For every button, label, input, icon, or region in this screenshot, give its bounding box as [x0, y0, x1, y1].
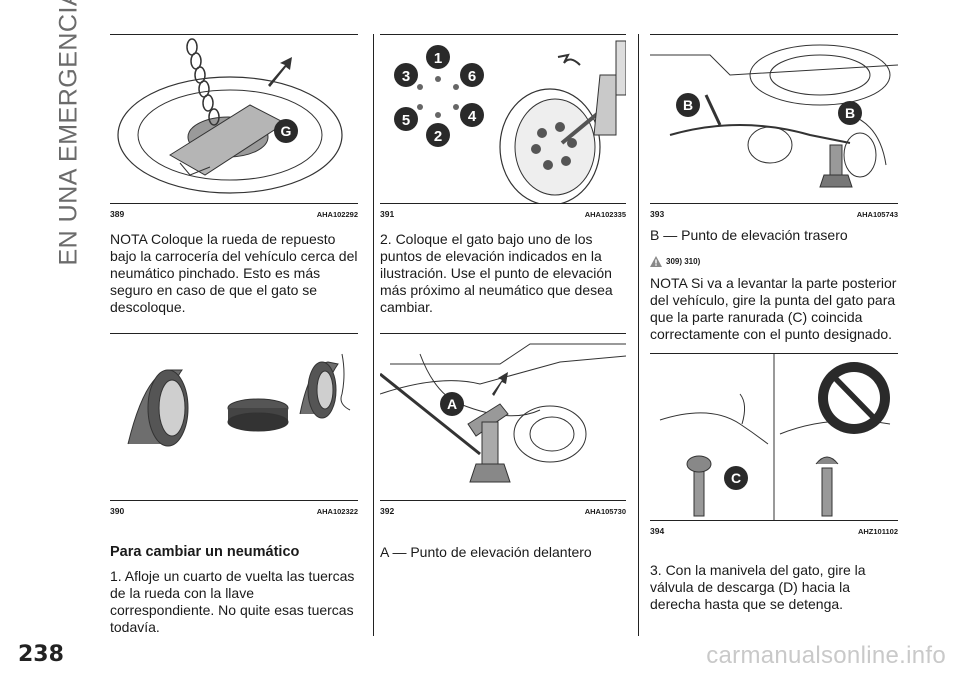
figure-389-illustration: G — [117, 38, 343, 194]
nota-rear-lift: NOTA Si va a levantar la parte posterior… — [650, 275, 897, 342]
column-1: G 389 AHA102292 NOTA Coloque la rueda de… — [110, 34, 358, 636]
figure-391-caption: 391 AHA102335 — [380, 209, 626, 219]
step-2: 2. Coloque el gato bajo uno de los punto… — [380, 231, 613, 315]
figure-389-caption: 389 AHA102292 — [110, 209, 358, 219]
figure-389: G — [110, 35, 358, 203]
figure-394-caption: 394 AHZ101102 — [650, 526, 898, 536]
lug-label-2: 2 — [434, 128, 442, 145]
figure-393-caption: 393 AHA105743 — [650, 209, 898, 219]
chapter-side-title: EN UNA EMERGENCIA — [54, 0, 83, 266]
figure-392-caption: 392 AHA105730 — [380, 506, 626, 516]
figure-393: B B — [650, 35, 898, 203]
figure-392-illustration: A — [380, 343, 626, 483]
page-number: 238 — [18, 642, 64, 667]
figure-393-illustration: B B — [650, 44, 898, 188]
section-heading: Para cambiar un neumático — [110, 544, 300, 560]
step-1: 1. Afloje un cuarto de vuelta las tuerca… — [110, 568, 355, 635]
figure-391: 1 2 3 4 5 6 — [380, 35, 626, 203]
callout-g: G — [281, 123, 292, 139]
callout-b-right: B — [845, 105, 855, 121]
lug-label-3: 3 — [402, 68, 410, 85]
figure-394: C — [650, 354, 898, 520]
column-2: 1 2 3 4 5 6 391 AHA102335 2. Coloque el … — [380, 34, 626, 561]
lug-label-4: 4 — [468, 108, 477, 125]
column-3: B B 393 AHA105743 B — Punto de elevación… — [650, 34, 898, 613]
watermark: carmanualsonline.info — [706, 642, 946, 669]
column-divider — [373, 34, 374, 636]
legend-a: A — Punto de elevación delantero — [380, 544, 592, 560]
lug-label-5: 5 — [402, 112, 410, 129]
figure-391-illustration: 1 2 3 4 5 6 — [394, 40, 626, 203]
warning-reference: 309) 310) — [650, 256, 898, 267]
figure-392: A — [380, 334, 626, 500]
figure-394-illustration: C — [659, 354, 891, 520]
column-divider — [638, 34, 639, 636]
callout-c: C — [731, 470, 741, 486]
warning-triangle-icon — [650, 256, 662, 267]
callout-a: A — [447, 396, 457, 412]
legend-b: B — Punto de elevación trasero — [650, 227, 848, 243]
lug-label-1: 1 — [434, 50, 442, 67]
lug-label-6: 6 — [468, 68, 476, 85]
step-3: 3. Con la manivela del gato, gire la vál… — [650, 562, 866, 612]
figure-390-illustration — [127, 353, 351, 447]
figure-390-caption: 390 AHA102322 — [110, 506, 358, 516]
callout-b-left: B — [683, 97, 693, 113]
figure-390 — [110, 334, 358, 500]
nota-spare-wheel: NOTA Coloque la rueda de repuesto bajo l… — [110, 231, 358, 315]
